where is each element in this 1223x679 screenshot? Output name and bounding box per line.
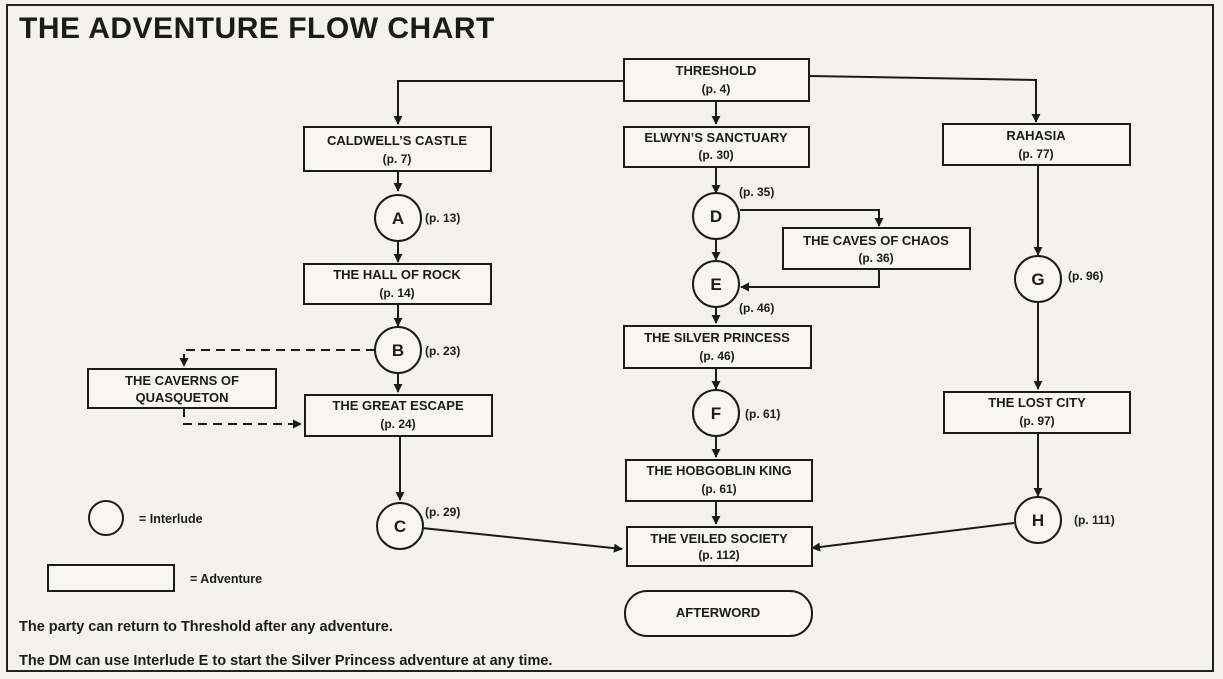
elwyn-page: (p. 30) xyxy=(698,148,733,162)
interlude-e-letter: E xyxy=(710,275,721,294)
edge-h-veiled xyxy=(811,522,1015,552)
box-silver-princess xyxy=(623,325,812,369)
interlude-pages: (p. 13) (p. 23) (p. 29) (p. 35) (p. 46) … xyxy=(425,185,1115,527)
legend-interlude-circle xyxy=(88,500,124,536)
interlude-f-letter: F xyxy=(711,404,721,423)
circle-b xyxy=(374,326,422,374)
box-great-escape xyxy=(304,394,493,437)
box-elwyn xyxy=(623,126,810,168)
great-escape-page: (p. 24) xyxy=(380,417,415,431)
circle-a xyxy=(374,194,422,242)
hall-of-rock-name: THE HALL OF ROCK xyxy=(333,267,461,282)
box-caldwell xyxy=(303,126,492,172)
box-threshold xyxy=(623,58,810,102)
interlude-d-page: (p. 35) xyxy=(739,185,774,199)
caverns-name-line1: THE CAVERNS OF xyxy=(125,373,239,388)
box-hall-of-rock xyxy=(303,263,492,305)
box-rahasia xyxy=(942,123,1131,166)
box-afterword xyxy=(624,590,813,637)
legend-adventure-box xyxy=(47,564,175,592)
legend: = Interlude = Adventure xyxy=(139,512,262,586)
caves-of-chaos-page: (p. 36) xyxy=(858,251,893,265)
rahasia-page: (p. 77) xyxy=(1018,147,1053,161)
hall-of-rock-page: (p. 14) xyxy=(379,286,414,300)
interlude-a-page: (p. 13) xyxy=(425,211,460,225)
chart-frame xyxy=(6,4,1214,672)
box-caverns xyxy=(87,368,277,409)
edge-c-veiled xyxy=(421,527,623,553)
interlude-circles xyxy=(88,192,1062,550)
veiled-society-name: THE VEILED SOCIETY xyxy=(650,531,788,546)
lost-city-name: THE LOST CITY xyxy=(988,395,1086,410)
box-caves-of-chaos xyxy=(782,227,971,270)
interlude-g-page: (p. 96) xyxy=(1068,269,1103,283)
edge-caves-e xyxy=(740,269,880,292)
veiled-society-page: (p. 112) xyxy=(698,548,739,562)
adventure-boxes xyxy=(47,58,1131,637)
interlude-e-page: (p. 46) xyxy=(739,301,774,315)
note-return-threshold: The party can return to Threshold after … xyxy=(19,619,393,635)
interlude-c-page: (p. 29) xyxy=(425,505,460,519)
threshold-page: (p. 4) xyxy=(702,82,731,96)
great-escape-name: THE GREAT ESCAPE xyxy=(332,398,464,413)
circle-g xyxy=(1014,255,1062,303)
legend-interlude-label: = Interlude xyxy=(139,512,203,526)
interlude-a-letter: A xyxy=(392,209,404,228)
interlude-b-page: (p. 23) xyxy=(425,344,460,358)
interlude-h-page: (p. 111) xyxy=(1074,513,1115,527)
caves-of-chaos-name: THE CAVES OF CHAOS xyxy=(803,233,949,248)
caldwell-name: CALDWELL’S CASTLE xyxy=(327,133,467,148)
circle-e xyxy=(692,260,740,308)
edge-b-caverns xyxy=(179,349,375,367)
interlude-b-letter: B xyxy=(392,341,404,360)
interlude-f-page: (p. 61) xyxy=(745,407,780,421)
legend-adventure-label: = Adventure xyxy=(190,572,262,586)
afterword-name: AFTERWORD xyxy=(676,605,760,620)
interlude-letters: A B C D E F G H xyxy=(392,207,1045,536)
edge-threshold-rahasia xyxy=(809,75,1041,123)
adventure-labels: THRESHOLD (p. 4) CALDWELL’S CASTLE (p. 7… xyxy=(125,63,1086,620)
box-hobgoblin-king xyxy=(625,459,813,502)
chart-title: THE ADVENTURE FLOW CHART xyxy=(19,12,495,45)
interlude-g-letter: G xyxy=(1031,270,1044,289)
circle-c xyxy=(376,502,424,550)
box-lost-city xyxy=(943,391,1131,434)
caverns-name-line2: QUASQUETON xyxy=(136,390,229,405)
lost-city-page: (p. 97) xyxy=(1019,414,1054,428)
threshold-name: THRESHOLD xyxy=(676,63,757,78)
interlude-h-letter: H xyxy=(1032,511,1044,530)
hobgoblin-king-page: (p. 61) xyxy=(701,482,736,496)
silver-princess-name: THE SILVER PRINCESS xyxy=(644,330,790,345)
edge-threshold-caldwell xyxy=(393,80,624,125)
caldwell-page: (p. 7) xyxy=(383,152,412,166)
circle-d xyxy=(692,192,740,240)
circle-f xyxy=(692,389,740,437)
edge-caverns-escape xyxy=(183,408,302,429)
box-veiled-society xyxy=(626,526,813,567)
elwyn-name: ELWYN’S SANCTUARY xyxy=(644,130,788,145)
connectors xyxy=(179,75,1043,553)
interlude-d-letter: D xyxy=(710,207,722,226)
interlude-c-letter: C xyxy=(394,517,406,536)
silver-princess-page: (p. 46) xyxy=(699,349,734,363)
rahasia-name: RAHASIA xyxy=(1006,128,1066,143)
note-interlude-e: The DM can use Interlude E to start the … xyxy=(19,653,553,669)
circle-h xyxy=(1014,496,1062,544)
edge-d-caves xyxy=(740,209,884,227)
hobgoblin-king-name: THE HOBGOBLIN KING xyxy=(646,463,791,478)
